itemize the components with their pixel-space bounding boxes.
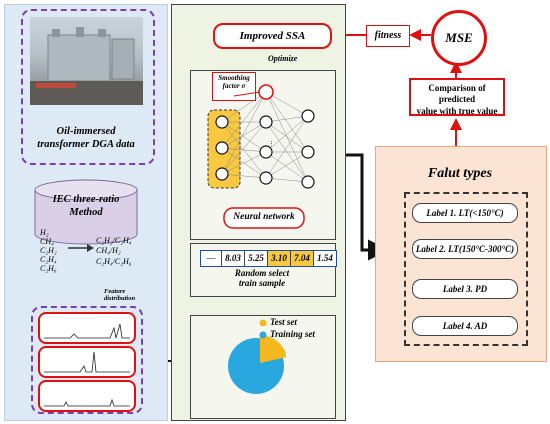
feature-chart-1 [38, 312, 136, 344]
fault-label-3: Label 3. PD [412, 279, 518, 299]
neural-network-diagram: ⋮ [207, 84, 315, 229]
transformer-image [30, 27, 143, 105]
sample-cell: — [201, 251, 222, 266]
gas-item: C₂H₄ [40, 255, 57, 265]
random-line1: Random select [234, 268, 290, 278]
smoothing-line1: Smoothing [218, 74, 250, 82]
mse-circle: MSE [431, 10, 487, 66]
optimize-label: Optimize [268, 54, 298, 63]
sample-cell: 8.03 [222, 251, 245, 266]
arrow-nn-to-faults [334, 153, 389, 261]
iec-title-line2: Method [69, 206, 103, 218]
ratio-list: C₂H₂/C₂H₄ CH₄/H₂ C₂H₄/C₂H₆ [96, 236, 132, 267]
svg-text:⋮: ⋮ [268, 140, 275, 148]
dga-caption-line1: Oil-immersed [56, 126, 116, 137]
gas-to-ratio-arrow [68, 244, 94, 252]
random-select-label: Random select train sample [196, 268, 328, 289]
smoothing-box: Smoothing factor σ [212, 72, 256, 101]
compare-line1: Comparison of predicted [428, 83, 486, 105]
legend-training-set: Training set [270, 329, 315, 339]
feature-label-line1: Feature [104, 288, 126, 295]
improved-ssa-box: Improved SSA [213, 23, 332, 49]
gas-item: H₂ [40, 228, 49, 237]
feature-frame [31, 306, 143, 414]
ratio-item: C₂H₄/C₂H₆ [96, 256, 132, 266]
comparison-box: Comparison of predicted value with true … [409, 78, 505, 116]
ratio-item: C₂H₂/C₂H₄ [96, 236, 132, 245]
legend-dots [259, 319, 267, 339]
dga-frame [21, 9, 155, 165]
feature-label: Feature distribution [104, 288, 135, 302]
gas-item: C₂H₆ [40, 264, 57, 274]
sample-cell: 1.54 [317, 253, 333, 263]
feature-chart-3 [38, 380, 136, 412]
gas-list: H₂ CH₄ C₂H₂ C₂H₄ C₂H₆ [40, 228, 57, 273]
sample-strip: — 8.03 5.25 3.10 7.04 1.54 [200, 250, 337, 267]
dga-caption: Oil-immersed transformer DGA data [24, 126, 148, 151]
iec-database-icon [34, 179, 138, 245]
dataset-pie [228, 336, 286, 394]
fault-label-4: Label 4. AD [412, 316, 518, 336]
neural-network-label: Neural network [233, 212, 295, 222]
smoothing-line2: factor σ [222, 82, 246, 91]
ratio-item: CH₄/H₂ [96, 246, 121, 256]
iec-title-line1: IEC three-ratio [52, 194, 120, 205]
feature-chart-2 [38, 346, 136, 378]
fault-label-1: Label 1. LT(<150°C) [412, 203, 518, 223]
gas-item: CH₄ [40, 237, 54, 247]
fault-label-2: Label 2. LT(150°C-300°C) [412, 239, 518, 259]
transformer-photo [30, 17, 143, 105]
feature-label-line2: distribution [104, 295, 136, 303]
sample-cell: 5.25 [245, 251, 268, 266]
dga-caption-line2: transformer DGA data [37, 138, 135, 150]
compare-line2: value with true value [416, 105, 498, 116]
legend-test-set: Test set [270, 317, 297, 327]
iec-title: IEC three-ratio Method [36, 194, 136, 219]
fitness-box: fitness [366, 25, 410, 47]
fault-types-title: Falut types [427, 166, 493, 181]
sample-cell-selected: 7.04 [291, 251, 314, 266]
sample-cell-selected: 3.10 [268, 251, 291, 266]
random-line2: train sample [238, 278, 286, 289]
gas-item: C₂H₂ [40, 246, 57, 256]
fault-labels-frame [404, 192, 528, 346]
